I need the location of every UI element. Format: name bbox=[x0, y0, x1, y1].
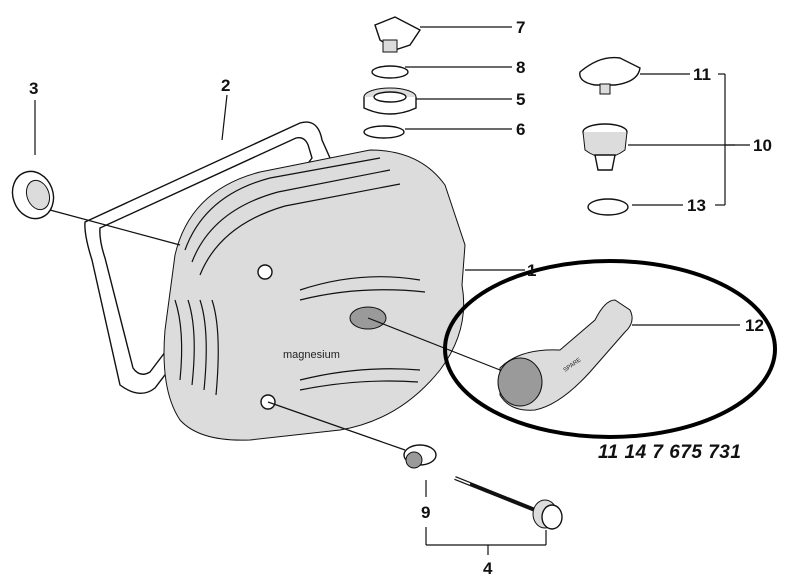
leader-lines bbox=[34, 26, 750, 555]
callout-1: 1 bbox=[527, 261, 536, 280]
o-ring-6 bbox=[363, 125, 405, 139]
callout-5: 5 bbox=[516, 90, 525, 109]
callout-6: 6 bbox=[516, 120, 525, 139]
callout-2: 2 bbox=[221, 76, 230, 95]
o-ring-13 bbox=[587, 198, 629, 216]
cap-11 bbox=[579, 56, 641, 95]
callout-9: 9 bbox=[421, 503, 430, 522]
callout-12: 12 bbox=[745, 316, 764, 335]
valve-cover: magnesium bbox=[163, 149, 466, 441]
bushing bbox=[403, 444, 437, 469]
o-ring-8 bbox=[371, 65, 409, 79]
cover-plug: SPARE bbox=[497, 299, 633, 411]
highlight-part-number: 11 14 7 675 731 bbox=[598, 442, 741, 463]
filler-cap bbox=[374, 16, 422, 53]
callout-3: 3 bbox=[29, 79, 38, 98]
callout-numbers: 3 2 1 7 8 5 6 11 10 13 12 9 4 bbox=[29, 18, 772, 578]
seal-ring bbox=[11, 170, 55, 220]
bolt bbox=[454, 476, 563, 530]
cap-housing-10 bbox=[582, 123, 628, 171]
callout-7: 7 bbox=[516, 18, 525, 37]
highlight-ellipse bbox=[443, 259, 777, 439]
callout-10: 10 bbox=[753, 136, 772, 155]
callout-4: 4 bbox=[483, 559, 493, 578]
callout-13: 13 bbox=[687, 196, 706, 215]
callout-8: 8 bbox=[516, 58, 525, 77]
cover-embossing: magnesium bbox=[283, 349, 340, 361]
callout-11: 11 bbox=[693, 65, 711, 84]
threaded-insert bbox=[363, 87, 417, 115]
